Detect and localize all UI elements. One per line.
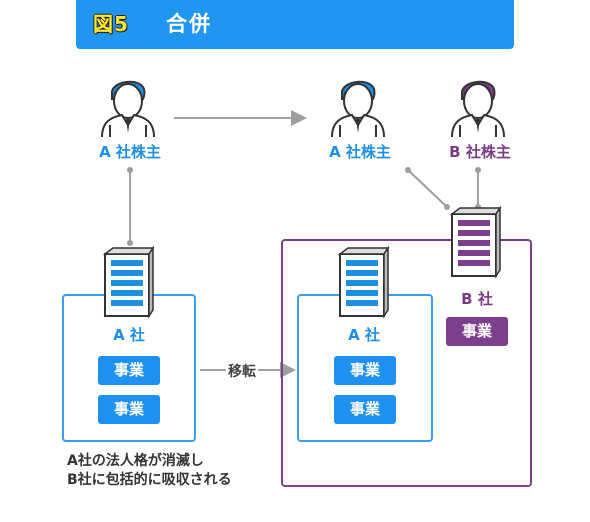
company-b-box — [281, 239, 532, 487]
person-icon-a-left — [101, 80, 155, 138]
building-icon-a-left — [102, 245, 155, 319]
company-label-a-left: A 社 — [113, 326, 145, 344]
business-block-b: 事業 — [446, 317, 508, 346]
caption-note: A社の法人格が消滅し B社に包括的に吸収される — [67, 452, 232, 490]
caption-line-1: A社の法人格が消滅し — [67, 453, 204, 469]
figure-number: 図5 — [93, 12, 129, 36]
business-block-a-right-1: 事業 — [334, 356, 396, 385]
building-icon-a-right — [337, 245, 390, 319]
shareholder-label-a-right: A 社株主 — [329, 143, 391, 161]
person-icon-b — [451, 80, 505, 138]
a-to-b-line — [407, 169, 448, 208]
business-block-a-left-2: 事業 — [98, 395, 160, 424]
business-block-a-right-2: 事業 — [334, 395, 396, 424]
transfer-label: 移転 — [226, 361, 258, 381]
building-icon-b — [449, 205, 502, 279]
caption-line-2: B社に包括的に吸収される — [67, 472, 232, 488]
company-label-a-right: A 社 — [348, 326, 380, 344]
person-icon-a-right — [331, 80, 385, 138]
figure-header — [76, 0, 514, 49]
figure-title: 合併 — [166, 12, 212, 36]
shareholder-label-a-left: A 社株主 — [99, 143, 161, 161]
business-block-a-left-1: 事業 — [98, 356, 160, 385]
company-label-b: B 社 — [461, 290, 493, 308]
shareholder-label-b: B 社株主 — [449, 143, 511, 161]
